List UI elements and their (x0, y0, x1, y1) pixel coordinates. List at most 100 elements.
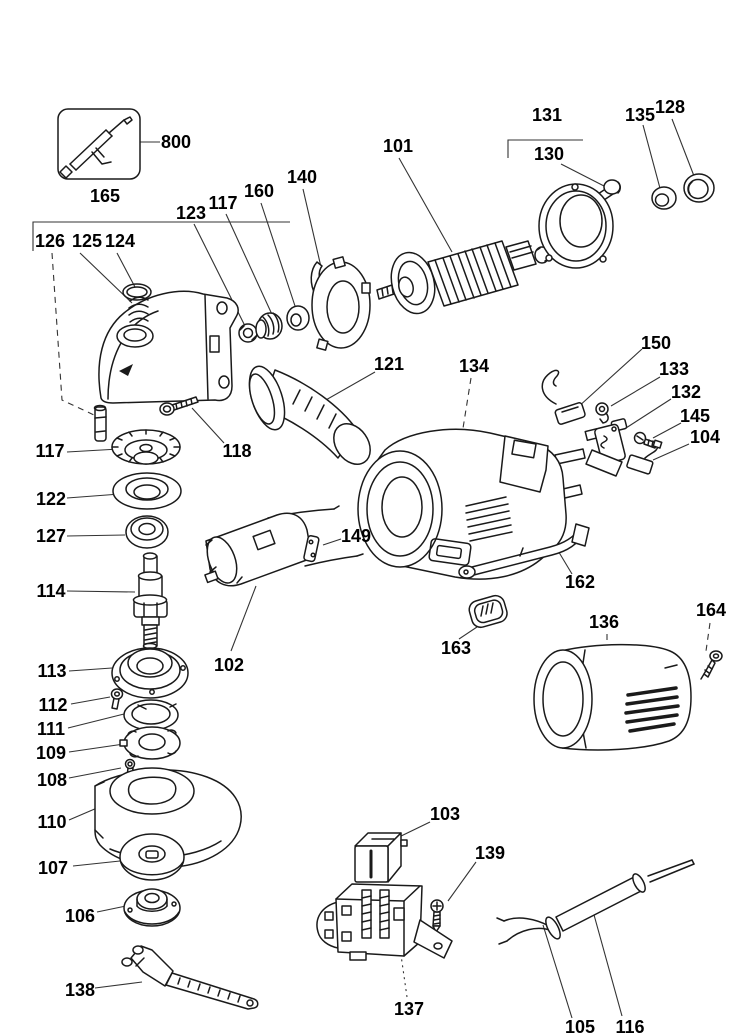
part-131-bearing-housing (538, 183, 614, 269)
leader-109 (68, 743, 125, 753)
part-102-field-coil (204, 505, 364, 587)
leader-126 (51, 252, 95, 416)
leader-140 (302, 188, 322, 268)
callout-121: 121 (374, 354, 404, 374)
callout-162: 162 (565, 572, 595, 592)
callout-134: 134 (459, 356, 489, 376)
callout-123: 123 (176, 203, 206, 223)
leader-117-left (66, 448, 120, 453)
leader-145 (652, 422, 682, 439)
part-123-nut (238, 323, 258, 343)
callout-800: 800 (161, 132, 191, 152)
part-132-brush-holder (584, 418, 628, 477)
part-164-screw (700, 650, 723, 680)
bracket-131-group (507, 139, 583, 158)
callout-137: 137 (394, 999, 424, 1019)
part-138-spanner-wrench (121, 945, 259, 1010)
leader-102 (230, 585, 257, 652)
leader-114 (66, 590, 136, 593)
part-103-switch-block (354, 832, 408, 883)
leader-134 (456, 377, 472, 467)
part-121-side-handle (248, 365, 371, 465)
part-104-carbon-brush (626, 439, 663, 475)
part-126-pin (93, 404, 107, 442)
part-122-washer (112, 472, 182, 510)
callout-labels: 800 165 126 125 124 123 117 160 140 101 … (35, 97, 726, 1036)
leader-101 (398, 157, 453, 253)
part-112-screw (110, 688, 124, 710)
bracket-124-group (32, 221, 290, 251)
callout-138: 138 (65, 980, 95, 1000)
callout-107: 107 (38, 858, 68, 878)
part-117-crown-gear (111, 429, 181, 465)
callout-164: 164 (696, 600, 726, 620)
callout-117-left: 117 (35, 441, 64, 461)
callout-128: 128 (655, 97, 685, 117)
leader-124 (116, 252, 136, 288)
leader-160 (260, 202, 297, 310)
callout-118: 118 (222, 441, 251, 461)
leader-135 (642, 124, 662, 193)
leader-111 (67, 713, 125, 729)
part-106-clamp-nut (123, 888, 181, 927)
part-137-switch-housing (316, 883, 453, 961)
leader-106 (96, 905, 127, 913)
part-133-clip (595, 402, 609, 424)
callout-122: 122 (36, 489, 66, 509)
callout-150: 150 (641, 333, 671, 353)
leader-139 (447, 861, 477, 902)
leader-lines (32, 118, 711, 1019)
part-162-lock-lever (458, 523, 590, 579)
part-135-bearing (651, 186, 677, 210)
callout-130: 130 (534, 144, 564, 164)
part-134-motor-housing (357, 428, 586, 580)
part-140-baffle-plate (310, 256, 371, 351)
leader-113 (68, 667, 113, 672)
callout-133: 133 (659, 359, 689, 379)
callout-102: 102 (214, 655, 244, 675)
leader-105 (542, 924, 573, 1019)
part-117-pinion-gear (255, 312, 283, 340)
callout-116: 116 (615, 1017, 644, 1036)
leader-163 (458, 626, 478, 640)
part-124-o-ring (122, 283, 152, 301)
part-101-armature (376, 240, 561, 315)
leader-104 (652, 443, 690, 461)
parts-artwork (57, 108, 723, 1010)
leader-110 (68, 807, 98, 821)
part-130-plug (603, 179, 621, 195)
callout-126: 126 (35, 231, 65, 251)
callout-131: 131 (532, 105, 562, 125)
callout-136: 136 (589, 612, 619, 632)
callout-111: 111 (37, 719, 65, 739)
leader-103 (396, 821, 431, 839)
callout-163: 163 (441, 638, 471, 658)
leader-108 (68, 767, 122, 779)
callout-127: 127 (36, 526, 66, 546)
callout-149: 149 (341, 526, 371, 546)
callout-101: 101 (383, 136, 413, 156)
callout-145: 145 (680, 406, 710, 426)
callout-160: 160 (244, 181, 274, 201)
leader-122 (66, 493, 121, 499)
part-160-bearing (286, 305, 310, 331)
part-149-clip-plate (303, 535, 320, 563)
leader-132 (625, 398, 672, 429)
part-128-retaining-ring (683, 173, 715, 203)
callout-132: 132 (671, 382, 701, 402)
part-118-screw (159, 396, 199, 416)
callout-106: 106 (65, 906, 95, 926)
callout-104: 104 (690, 427, 720, 447)
callout-108: 108 (37, 770, 67, 790)
leader-133 (610, 376, 661, 407)
leader-130 (560, 163, 605, 187)
part-136-end-cover (533, 643, 692, 751)
callout-113: 113 (37, 661, 66, 681)
part-109-clamp-plate (119, 726, 181, 760)
part-163-button (468, 594, 508, 629)
leader-107 (72, 860, 121, 867)
callout-110: 110 (37, 812, 66, 832)
callout-125: 125 (72, 231, 102, 251)
